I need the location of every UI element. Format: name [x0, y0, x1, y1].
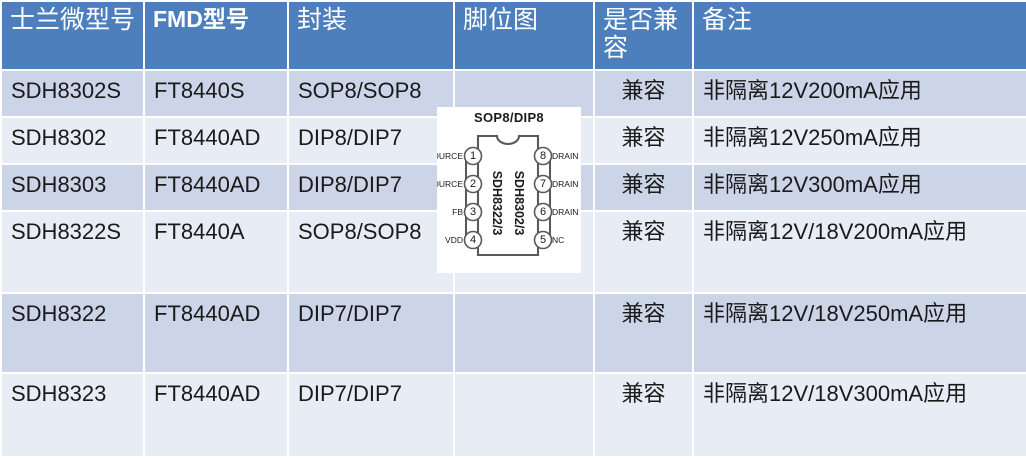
cell-remark: 非隔离12V/18V300mA应用 [694, 374, 1026, 456]
pin-bubble-7 [533, 174, 553, 194]
cell-package: DIP7/DIP7 [289, 294, 453, 372]
pin-number-8: 8 [540, 150, 546, 162]
pin-diagram-title: SOP8/DIP8 [474, 110, 544, 125]
pin-label-4: VDD [445, 235, 463, 245]
column-header-fmd-part: FMD型号 [145, 2, 287, 69]
pin-number-7: 7 [540, 178, 546, 190]
cell-fmd-part: FT8440AD [145, 294, 287, 372]
cell-package: DIP8/DIP7 [289, 165, 453, 210]
table-row: SDH8323 FT8440AD DIP7/DIP7 兼容 非隔离12V/18V… [2, 374, 1026, 456]
cell-compatible: 兼容 [595, 71, 692, 116]
cell-remark: 非隔离12V/18V250mA应用 [694, 294, 1026, 372]
pin-bubble-8 [533, 146, 553, 166]
cell-sdh-part: SDH8302S [2, 71, 143, 116]
ic-body-outline [476, 134, 540, 257]
cell-sdh-part: SDH8322 [2, 294, 143, 372]
cell-pinout [455, 294, 593, 372]
cell-pinout [455, 374, 593, 456]
ic-body-label-left: SDH8322/3 [490, 171, 504, 236]
pin-number-6: 6 [540, 206, 546, 218]
pin-bubble-4 [463, 230, 483, 250]
ic-body-label-right: SDH8302/3 [512, 171, 526, 236]
pin-number-5: 5 [540, 234, 546, 246]
pin-number-3: 3 [470, 206, 476, 218]
cell-compatible: 兼容 [595, 294, 692, 372]
pin-diagram-graphic: 1 2 3 4 8 7 6 5 SOURCE SOURCE FB VDD DRA… [437, 134, 578, 257]
table-header: 士兰微型号 FMD型号 封装 脚位图 是否兼容 备注 [2, 2, 1026, 69]
cell-fmd-part: FT8440AD [145, 118, 287, 163]
cell-package: SOP8/SOP8 [289, 71, 453, 116]
pin-diagram-image: SOP8/DIP8 1 2 3 4 8 7 6 [437, 107, 581, 273]
column-header-remark: 备注 [694, 2, 1026, 69]
pin-label-6: DRAIN [552, 207, 578, 217]
cell-sdh-part: SDH8303 [2, 165, 143, 210]
pin-bubble-5 [533, 230, 553, 250]
cell-compatible: 兼容 [595, 212, 692, 292]
table-body: SDH8302S FT8440S SOP8/SOP8 兼容 非隔离12V200m… [2, 71, 1026, 456]
pin-bubble-1 [463, 146, 483, 166]
cell-package: DIP8/DIP7 [289, 118, 453, 163]
pin-number-2: 2 [470, 178, 476, 190]
pin-label-8: DRAIN [552, 151, 578, 161]
column-header-pinout: 脚位图 [455, 2, 593, 69]
pin-number-4: 4 [470, 234, 476, 246]
column-header-package: 封装 [289, 2, 453, 69]
cell-sdh-part: SDH8323 [2, 374, 143, 456]
cell-remark: 非隔离12V250mA应用 [694, 118, 1026, 163]
column-header-compatible: 是否兼容 [595, 2, 692, 69]
pin-label-5: NC [552, 235, 564, 245]
cell-fmd-part: FT8440S [145, 71, 287, 116]
cell-fmd-part: FT8440AD [145, 374, 287, 456]
cell-remark: 非隔离12V200mA应用 [694, 71, 1026, 116]
cell-fmd-part: FT8440A [145, 212, 287, 292]
pin-bubble-2 [463, 174, 483, 194]
pin-label-1: SOURCE [437, 151, 463, 161]
table-row: SDH8303 FT8440AD DIP8/DIP7 兼容 非隔离12V300m… [2, 165, 1026, 210]
column-header-sdh-part: 士兰微型号 [2, 2, 143, 69]
cell-compatible: 兼容 [595, 118, 692, 163]
pin-bubble-6 [533, 202, 553, 222]
pin-label-7: DRAIN [552, 179, 578, 189]
cell-compatible: 兼容 [595, 374, 692, 456]
table-row: SDH8302S FT8440S SOP8/SOP8 兼容 非隔离12V200m… [2, 71, 1026, 116]
pin-label-2: SOURCE [437, 179, 463, 189]
cell-remark: 非隔离12V/18V200mA应用 [694, 212, 1026, 292]
pin-label-3: FB [452, 207, 463, 217]
pin-number-1: 1 [470, 150, 476, 162]
table-row: SDH8322 FT8440AD DIP7/DIP7 兼容 非隔离12V/18V… [2, 294, 1026, 372]
cell-remark: 非隔离12V300mA应用 [694, 165, 1026, 210]
cell-sdh-part: SDH8302 [2, 118, 143, 163]
cell-package: SOP8/SOP8 [289, 212, 453, 292]
cell-package: DIP7/DIP7 [289, 374, 453, 456]
pin-bubble-3 [463, 202, 483, 222]
cell-compatible: 兼容 [595, 165, 692, 210]
cell-sdh-part: SDH8322S [2, 212, 143, 292]
cell-fmd-part: FT8440AD [145, 165, 287, 210]
table-header-row: 士兰微型号 FMD型号 封装 脚位图 是否兼容 备注 [2, 2, 1026, 69]
